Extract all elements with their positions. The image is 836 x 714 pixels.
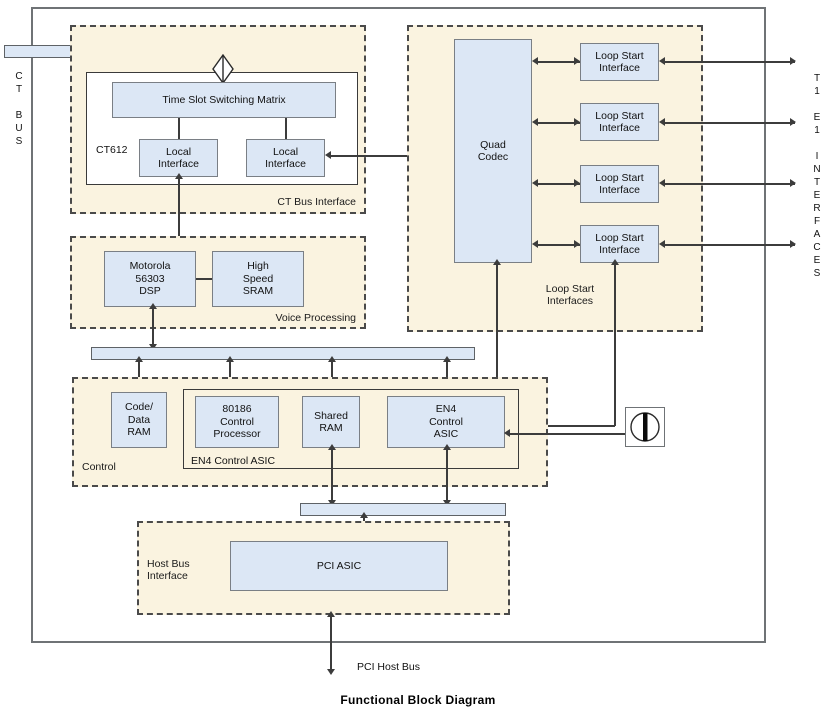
- arrow-codec-loop1-right: [574, 57, 580, 65]
- block-quad-codec[interactable]: Quad Codec: [454, 39, 532, 263]
- arrow-loop3-out: [790, 179, 796, 187]
- line-codec-to-en4: [496, 263, 498, 408]
- line-bus-to-code-data-ram: [138, 360, 140, 393]
- line-matrix-to-local-right: [285, 118, 287, 140]
- line-loop4-to-en4: [496, 425, 615, 427]
- line-codec-to-local-right: [329, 155, 449, 157]
- arrow-bus-up-sharedram: [328, 356, 336, 362]
- block-shared-ram[interactable]: Shared RAM: [302, 396, 360, 448]
- arrow-codec-up: [493, 259, 501, 265]
- arrow-bus-up-ram: [135, 356, 143, 362]
- arrow-loop2-in: [659, 118, 665, 126]
- line-local-left-to-dsp: [178, 177, 180, 252]
- line-dsp-to-sram: [196, 278, 212, 280]
- region-voice-processing-label: Voice Processing: [275, 312, 356, 324]
- line-shared-ram-to-lower-bus: [331, 448, 333, 504]
- block-high-speed-sram[interactable]: High Speed SRAM: [212, 251, 304, 307]
- block-loop-start-interface-3[interactable]: Loop Start Interface: [580, 165, 659, 203]
- arrow-codec-loop2-left: [532, 118, 538, 126]
- region-ct-bus-interface-label: CT Bus Interface: [277, 196, 356, 208]
- enclosure-en4-control-asic: [183, 389, 519, 469]
- line-matrix-to-local-left: [178, 118, 180, 140]
- arrow-pci-host-bus-down: [327, 669, 335, 675]
- diagram-caption: Functional Block Diagram: [340, 693, 496, 707]
- region-control-label: Control: [82, 461, 116, 473]
- block-time-slot-switching-matrix[interactable]: Time Slot Switching Matrix: [112, 82, 336, 118]
- arrow-codec-loop2-right: [574, 118, 580, 126]
- block-80186-control-processor[interactable]: 80186 Control Processor: [195, 396, 279, 448]
- board-outline: [31, 7, 766, 643]
- pci-host-bus-label: PCI Host Bus: [357, 661, 421, 673]
- block-loop-start-interface-2[interactable]: Loop Start Interface: [580, 103, 659, 141]
- line-loop1-external: [663, 61, 795, 63]
- arrow-sharedram-up: [328, 444, 336, 450]
- line-codec-loop4: [536, 244, 580, 246]
- line-dsp-to-main-bus: [152, 307, 154, 348]
- line-loop3-external: [663, 183, 795, 185]
- arrow-loop2-out: [790, 118, 796, 126]
- ct-bus-label: C T B U S: [15, 71, 23, 147]
- line-codec-loop3: [536, 183, 580, 185]
- arrow-bus-up-en4: [443, 356, 451, 362]
- t1-e1-interfaces-label: T 1 E 1 I N T E R F A C E S: [813, 73, 821, 279]
- region-host-bus-interface-label: Host Bus Interface: [147, 558, 190, 582]
- block-code-data-ram[interactable]: Code/ Data RAM: [111, 392, 167, 448]
- ct612-label: CT612: [96, 144, 128, 156]
- arrow-codec-loop1-left: [532, 57, 538, 65]
- line-codec-loop1: [536, 61, 580, 63]
- arrow-codec-loop3-right: [574, 179, 580, 187]
- line-codec-loop2: [536, 122, 580, 124]
- block-en4-control-asic[interactable]: EN4 Control ASIC: [387, 396, 505, 448]
- arrow-local-right-in: [325, 151, 331, 159]
- arrow-loop1-out: [790, 57, 796, 65]
- main-internal-bus: [91, 347, 475, 360]
- arrow-loop4-out: [790, 240, 796, 248]
- block-pci-asic[interactable]: PCI ASIC: [230, 541, 448, 591]
- bidirectional-diamond-icon: [211, 53, 235, 85]
- line-oscillator-to-en4: [508, 433, 625, 435]
- arrow-en4-in-bottom: [504, 429, 510, 437]
- arrow-loop3-in: [659, 179, 665, 187]
- en4-control-asic-enclosure-label: EN4 Control ASIC: [191, 455, 276, 467]
- block-local-interface-right[interactable]: Local Interface: [246, 139, 325, 177]
- block-local-interface-left[interactable]: Local Interface: [139, 139, 218, 177]
- block-loop-start-interface-4[interactable]: Loop Start Interface: [580, 225, 659, 263]
- arrow-codec-loop4-left: [532, 240, 538, 248]
- arrow-en4-up: [443, 444, 451, 450]
- block-loop-start-interface-1[interactable]: Loop Start Interface: [580, 43, 659, 81]
- arrow-pci-host-bus-up: [327, 611, 335, 617]
- host-internal-bus: [300, 503, 506, 516]
- line-loop4-down: [614, 263, 616, 426]
- arrow-codec-loop3-left: [532, 179, 538, 187]
- arrow-loop4-up: [611, 259, 619, 265]
- line-loop4-external: [663, 244, 795, 246]
- arrow-lower-bus-up-pci: [360, 512, 368, 518]
- block-motorola-dsp[interactable]: Motorola 56303 DSP: [104, 251, 196, 307]
- arrow-bus-up-80186: [226, 356, 234, 362]
- region-loop-start-interfaces-label: Loop Start Interfaces: [545, 283, 595, 307]
- line-pci-host-bus: [330, 615, 332, 673]
- arrow-loop1-in: [659, 57, 665, 65]
- arrow-dsp-up: [149, 303, 157, 309]
- arrow-codec-loop4-right: [574, 240, 580, 248]
- line-loop2-external: [663, 122, 795, 124]
- arrow-local-left-up: [175, 173, 183, 179]
- oscillator-icon: [625, 407, 665, 447]
- line-en4-to-lower-bus: [446, 448, 448, 504]
- arrow-loop4-in: [659, 240, 665, 248]
